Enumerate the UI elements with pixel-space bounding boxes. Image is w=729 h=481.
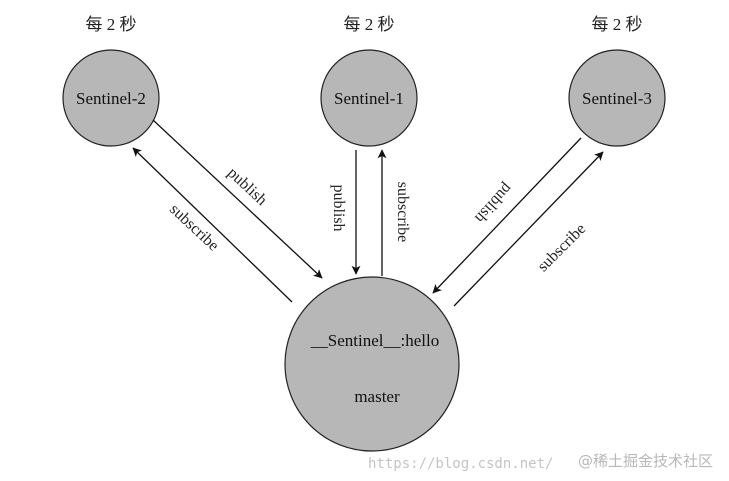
sentinel-3-publish-label: publish — [471, 180, 515, 226]
hello-channel-label: __Sentinel__:hello — [310, 331, 439, 350]
sentinel-1-publish-label: publish — [330, 184, 347, 231]
sentinel-1-node: Sentinel-1 — [320, 49, 418, 147]
sentinel-2-subscribe-arrow — [132, 147, 293, 303]
master-label: master — [354, 387, 400, 406]
watermark-url: https://blog.csdn.net/ — [368, 456, 553, 472]
sentinel-3-node: Sentinel-3 — [568, 49, 666, 147]
sentinel-2-node: Sentinel-2 — [62, 49, 160, 147]
watermark-site: @稀土掘金技术社区 — [578, 452, 713, 470]
sentinel-1-label: Sentinel-1 — [334, 89, 404, 108]
master-node: __Sentinel__:hello master — [284, 276, 460, 452]
sentinel-3-label: Sentinel-3 — [582, 89, 652, 108]
sentinel-2-publish-label: publish — [224, 164, 270, 209]
sentinel-2-subscribe-label: subscribe — [166, 201, 222, 255]
sentinel-2-label: Sentinel-2 — [76, 89, 146, 108]
sentinel-2-interval-label: 每 2 秒 — [86, 15, 137, 34]
sentinel-1-interval-label: 每 2 秒 — [344, 15, 395, 34]
sentinel-2-publish-arrow — [152, 119, 323, 279]
sentinel-3-subscribe-arrow — [453, 151, 604, 307]
sentinel-3-subscribe-label: subscribe — [534, 220, 589, 275]
sentinel-3-interval-label: 每 2 秒 — [592, 15, 643, 34]
sentinel-1-subscribe-label: subscribe — [394, 182, 411, 242]
sentinel-3-publish-arrow — [432, 137, 582, 294]
